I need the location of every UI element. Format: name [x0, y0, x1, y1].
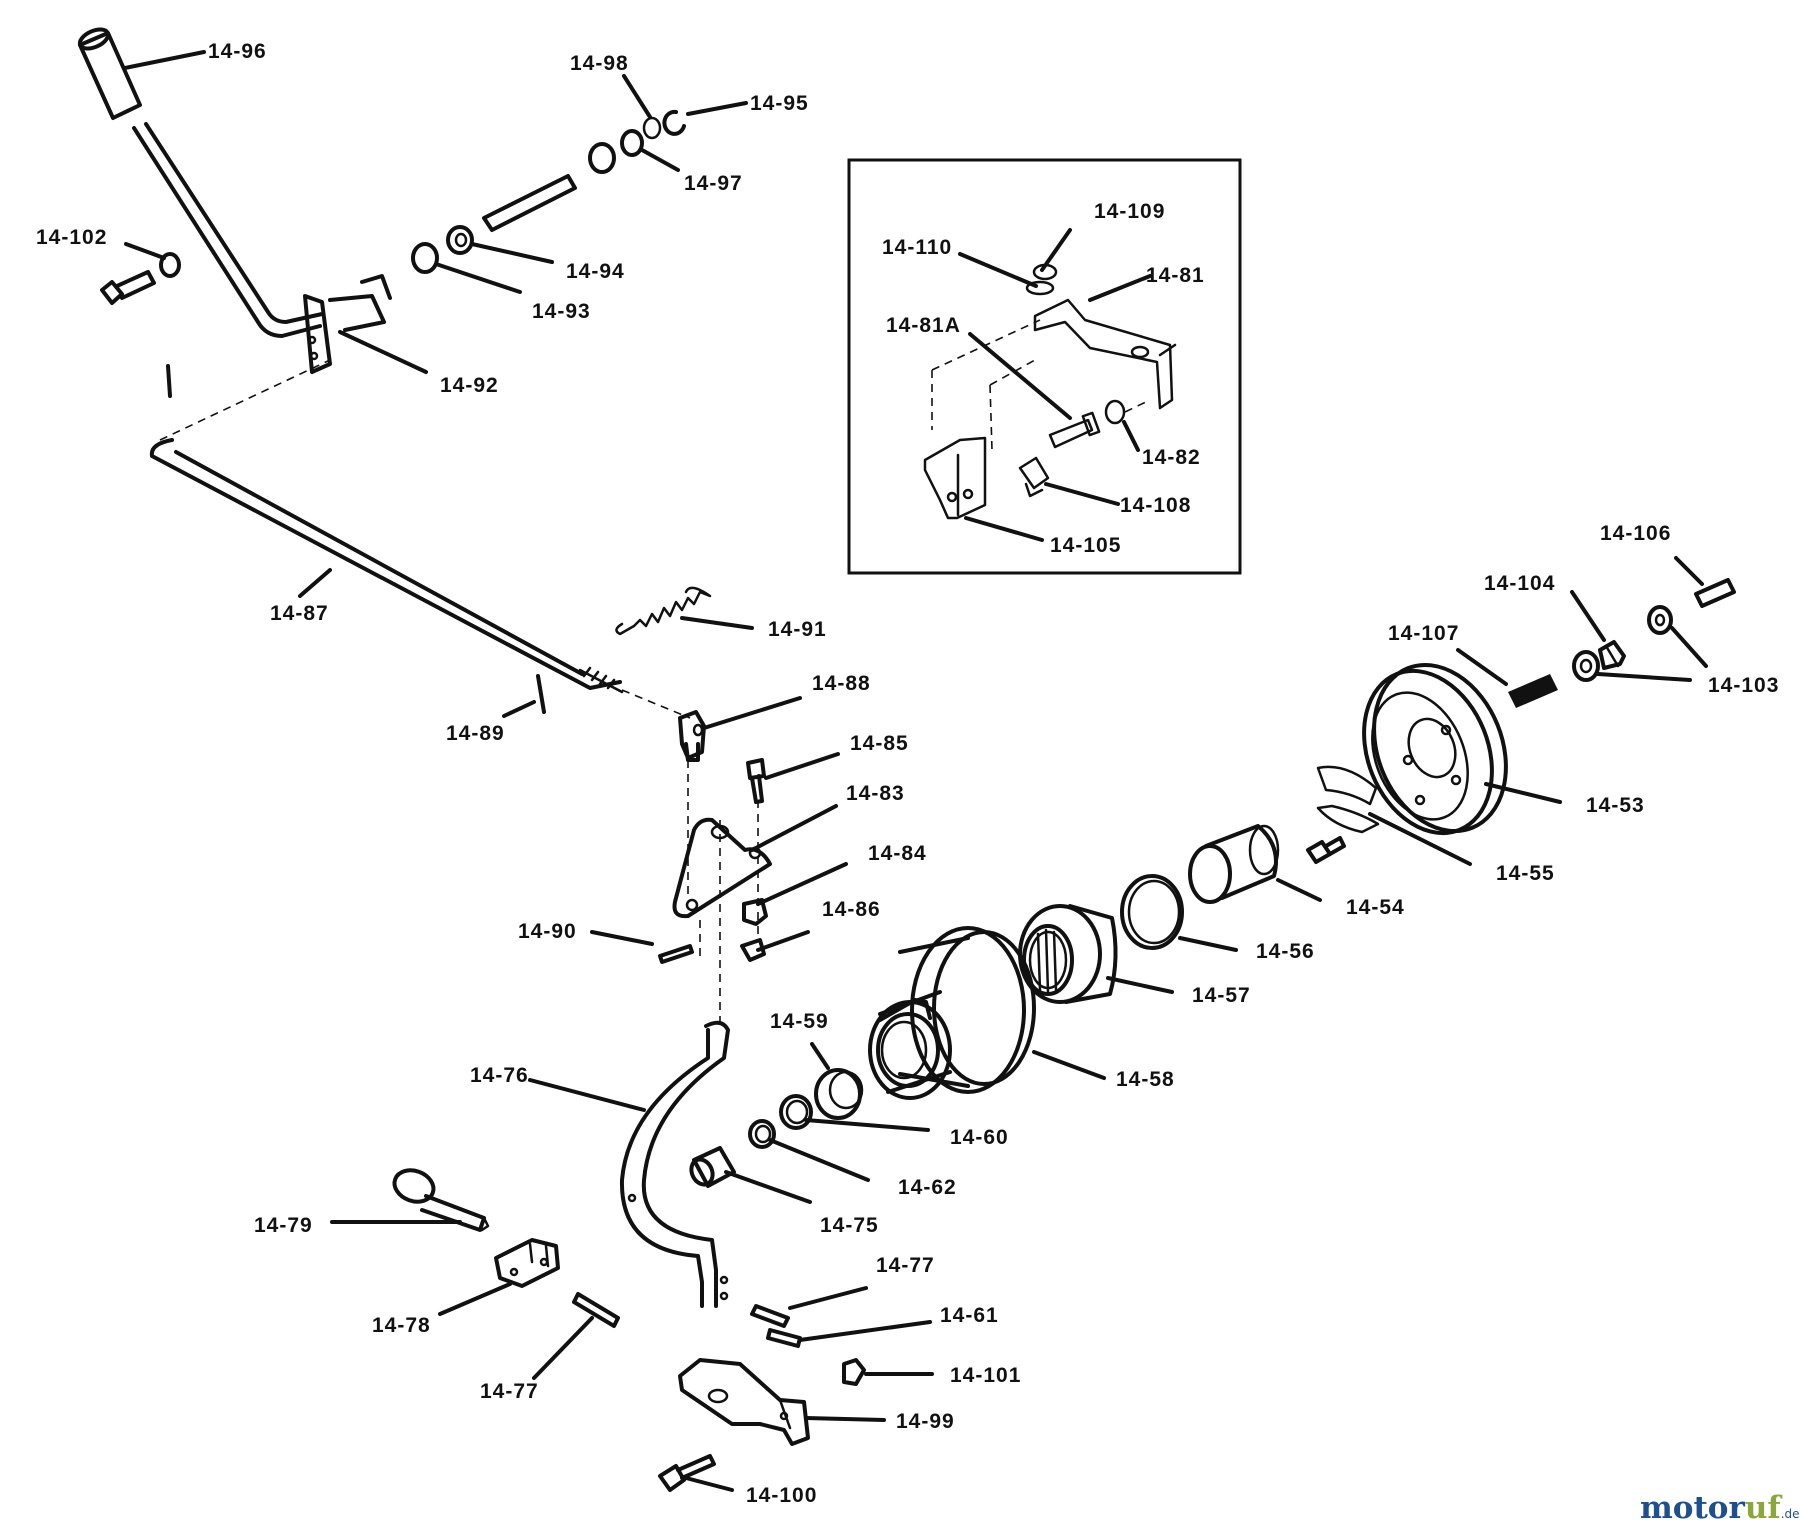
watermark-logo: motoruf.de	[1640, 1490, 1800, 1526]
label-14-104: 14-104	[1484, 572, 1555, 595]
label-14-84: 14-84	[868, 842, 927, 865]
label-14-54: 14-54	[1346, 896, 1405, 919]
label-14-57: 14-57	[1192, 984, 1251, 1007]
label-14-79: 14-79	[254, 1214, 313, 1237]
label-14-109: 14-109	[1094, 200, 1165, 223]
label-14-90: 14-90	[518, 920, 577, 943]
label-14-96: 14-96	[208, 40, 267, 63]
label-14-94: 14-94	[566, 260, 625, 283]
label-14-95: 14-95	[750, 92, 809, 115]
label-14-102: 14-102	[36, 226, 107, 249]
label-14-88: 14-88	[812, 672, 871, 695]
label-14-106: 14-106	[1600, 522, 1671, 545]
label-14-55: 14-55	[1496, 862, 1555, 885]
label-14-76: 14-76	[470, 1064, 529, 1087]
part-labels: 14-96 14-98 14-95 14-97 14-102 14-94 14-…	[36, 40, 1779, 1507]
upper-lever-assembly	[77, 27, 772, 1028]
label-14-91: 14-91	[768, 618, 827, 641]
label-14-81: 14-81	[1146, 264, 1205, 287]
label-14-97: 14-97	[684, 172, 743, 195]
lower-lever-assembly	[392, 1020, 866, 1492]
label-14-89: 14-89	[446, 722, 505, 745]
label-14-107: 14-107	[1388, 622, 1459, 645]
label-14-86: 14-86	[822, 898, 881, 921]
watermark-suffix: .de	[1781, 1507, 1800, 1521]
watermark-part2: uf	[1745, 1490, 1783, 1526]
label-14-62: 14-62	[898, 1176, 957, 1199]
label-14-60: 14-60	[950, 1126, 1009, 1149]
label-14-85: 14-85	[850, 732, 909, 755]
label-14-82: 14-82	[1142, 446, 1201, 469]
label-14-61: 14-61	[940, 1304, 999, 1327]
label-14-56: 14-56	[1256, 940, 1315, 963]
label-14-101: 14-101	[950, 1364, 1021, 1387]
watermark-part1: motor	[1640, 1490, 1745, 1526]
pulley-hub-assembly	[868, 578, 1736, 1100]
inset-frame	[847, 158, 1242, 575]
label-14-93: 14-93	[532, 300, 591, 323]
leader-lines	[123, 50, 1708, 1492]
label-14-59: 14-59	[770, 1010, 829, 1033]
label-14-75: 14-75	[820, 1214, 879, 1237]
label-14-77-lower: 14-77	[480, 1380, 539, 1403]
label-14-105: 14-105	[1050, 534, 1121, 557]
label-14-81A: 14-81A	[886, 314, 961, 337]
label-14-78: 14-78	[372, 1314, 431, 1337]
label-14-110: 14-110	[882, 236, 952, 259]
label-14-103: 14-103	[1708, 674, 1779, 697]
label-14-98: 14-98	[570, 52, 629, 75]
label-14-83: 14-83	[846, 782, 905, 805]
svg-text:motoruf.de: motoruf.de	[1640, 1490, 1800, 1526]
label-14-99: 14-99	[896, 1410, 955, 1433]
label-14-53: 14-53	[1586, 794, 1645, 817]
label-14-92: 14-92	[440, 374, 499, 397]
label-14-87: 14-87	[270, 602, 329, 625]
label-14-100: 14-100	[746, 1484, 817, 1507]
label-14-108: 14-108	[1120, 494, 1191, 517]
label-14-77-right: 14-77	[876, 1254, 935, 1277]
label-14-58: 14-58	[1116, 1068, 1175, 1091]
inset-parts	[923, 263, 1177, 520]
